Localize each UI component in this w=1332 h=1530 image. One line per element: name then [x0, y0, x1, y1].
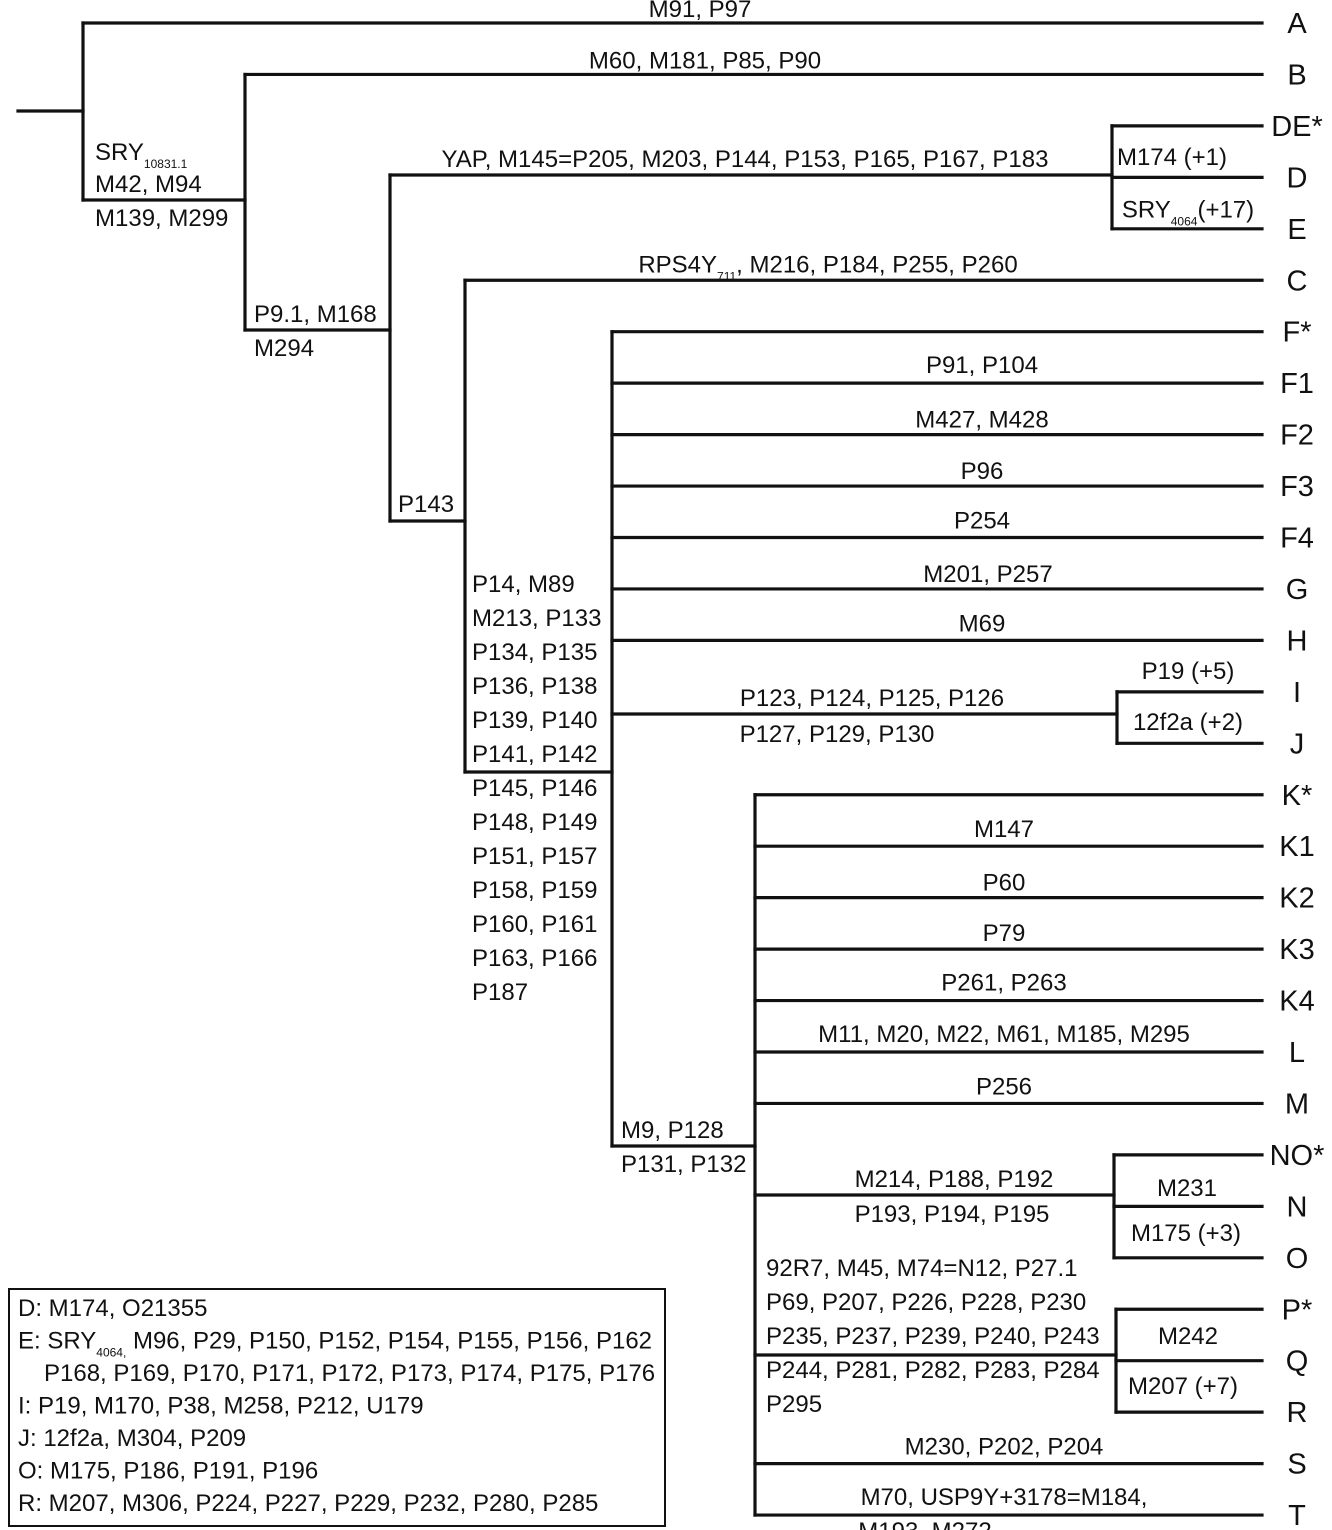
- legend-line-3: P168, P169, P170, P171, P172, P173, P174…: [44, 1360, 655, 1387]
- legend-line-7: R: M207, M306, P224, P227, P229, P232, P…: [18, 1490, 598, 1517]
- branch-label-pqr-5: P295: [766, 1391, 822, 1418]
- branch-label-q: M242: [1158, 1323, 1218, 1350]
- node-label-ft-2: M213, P133: [472, 605, 601, 632]
- node-label-root-2: M42, M94: [95, 171, 202, 198]
- node-label-ft-3: P134, P135: [472, 639, 597, 666]
- branch-label-de: YAP, M145=P205, M203, P144, P153, P165, …: [442, 146, 1049, 173]
- branch-label-t-2: M193, M272: [858, 1518, 991, 1530]
- node-label-cf: P143: [398, 491, 454, 518]
- node-label-ft-5: P139, P140: [472, 707, 597, 734]
- branch-label-f4: P254: [954, 508, 1010, 535]
- leaf-label-n: N: [1287, 1191, 1308, 1223]
- legend-frame: [8, 1288, 666, 1527]
- branch-label-ij-2: P127, P129, P130: [740, 721, 935, 748]
- branch-label-l: M11, M20, M22, M61, M185, M295: [818, 1021, 1190, 1048]
- branch-label-pqr-2: P69, P207, P226, P228, P230: [766, 1289, 1086, 1316]
- node-label-bt-1: P9.1, M168: [254, 301, 377, 328]
- leaf-label-l: L: [1289, 1037, 1305, 1069]
- branch-label-g: M201, P257: [923, 561, 1052, 588]
- node-label-ft-9: P151, P157: [472, 843, 597, 870]
- leaf-label-h: H: [1287, 625, 1308, 657]
- leaf-label-f4: F4: [1280, 523, 1314, 555]
- branch-label-m: P256: [976, 1073, 1032, 1100]
- leaf-label-g: G: [1286, 574, 1309, 606]
- node-label-ft-1: P14, M89: [472, 571, 575, 598]
- branch-label-e: SRY4064(+17): [1122, 196, 1254, 228]
- leaf-label-e: E: [1287, 214, 1306, 246]
- legend-line-6: O: M175, P186, P191, P196: [18, 1458, 318, 1485]
- branch-label-f3: P96: [961, 458, 1004, 485]
- branch-label-o: M175 (+3): [1131, 1220, 1241, 1247]
- node-label-ft-12: P163, P166: [472, 945, 597, 972]
- legend-line-1: D: M174, O21355: [18, 1295, 207, 1322]
- branch-label-f1: P91, P104: [926, 352, 1038, 379]
- node-label-ft-7: P145, P146: [472, 775, 597, 802]
- leaf-label-k-star: K*: [1282, 780, 1313, 812]
- leaf-label-d: D: [1287, 162, 1308, 194]
- branch-label-a: M91, P97: [649, 0, 752, 23]
- leaf-label-b: B: [1287, 59, 1306, 91]
- leaf-label-de-star: DE*: [1271, 111, 1323, 143]
- branch-label-c: RPS4Y711, M216, P184, P255, P260: [638, 251, 1017, 283]
- node-label-kt-2: P131, P132: [621, 1151, 746, 1178]
- leaf-label-m: M: [1285, 1088, 1309, 1120]
- leaf-label-o: O: [1286, 1243, 1309, 1275]
- leaf-label-q: Q: [1286, 1346, 1309, 1378]
- leaf-label-k2: K2: [1279, 883, 1314, 915]
- branch-label-s: M230, P202, P204: [905, 1434, 1104, 1461]
- node-label-ft-11: P160, P161: [472, 911, 597, 938]
- branch-label-i: P19 (+5): [1142, 658, 1235, 685]
- branch-label-no-2: P193, P194, P195: [855, 1201, 1050, 1228]
- node-label-root-1: SRY10831.1: [95, 139, 188, 171]
- leaf-label-r: R: [1287, 1397, 1308, 1429]
- legend-line-4: I: P19, M170, P38, M258, P212, U179: [18, 1393, 424, 1420]
- leaf-label-k1: K1: [1279, 831, 1314, 863]
- leaf-label-j: J: [1290, 728, 1305, 760]
- leaf-label-k3: K3: [1279, 934, 1314, 966]
- leaf-label-f3: F3: [1280, 471, 1314, 503]
- branch-label-no-1: M214, P188, P192: [855, 1166, 1054, 1193]
- legend-line-5: J: 12f2a, M304, P209: [18, 1425, 246, 1452]
- leaf-label-no-star: NO*: [1270, 1140, 1325, 1172]
- leaf-label-f-star: F*: [1283, 317, 1312, 349]
- branch-label-pqr-3: P235, P237, P239, P240, P243: [766, 1323, 1100, 1350]
- leaf-label-c: C: [1287, 265, 1308, 297]
- node-label-ft-4: P136, P138: [472, 673, 597, 700]
- node-label-kt-1: M9, P128: [621, 1117, 724, 1144]
- leaf-label-s: S: [1287, 1449, 1306, 1481]
- branch-label-d: M174 (+1): [1117, 144, 1227, 171]
- node-label-root-3: M139, M299: [95, 205, 228, 232]
- tree-labels: ABDE*DECF*F1F2F3F4GHIJK*K1K2K3K4LMNO*NOP…: [95, 0, 1324, 1530]
- node-label-bt-2: M294: [254, 335, 314, 362]
- branch-label-f2: M427, M428: [915, 407, 1048, 434]
- leaf-label-p-star: P*: [1282, 1294, 1313, 1326]
- branch-label-ij-1: P123, P124, P125, P126: [740, 685, 1004, 712]
- branch-label-pqr-1: 92R7, M45, M74=N12, P27.1: [766, 1255, 1078, 1282]
- leaf-label-f1: F1: [1280, 368, 1314, 400]
- branch-label-k3: P79: [983, 920, 1026, 947]
- branch-label-k2: P60: [983, 870, 1026, 897]
- node-label-ft-8: P148, P149: [472, 809, 597, 836]
- tree-branches: [16, 21, 1264, 1517]
- branch-label-b: M60, M181, P85, P90: [589, 47, 821, 74]
- branch-label-k1: M147: [974, 816, 1034, 843]
- node-label-ft-6: P141, P142: [472, 741, 597, 768]
- leaf-label-k4: K4: [1279, 986, 1314, 1018]
- leaf-label-a: A: [1287, 8, 1307, 40]
- leaf-label-i: I: [1293, 677, 1301, 709]
- branch-label-r: M207 (+7): [1128, 1373, 1238, 1400]
- branch-label-pqr-4: P244, P281, P282, P283, P284: [766, 1357, 1100, 1384]
- node-label-ft-10: P158, P159: [472, 877, 597, 904]
- leaf-label-t: T: [1288, 1500, 1306, 1530]
- legend-line-2: E: SRY4064, M96, P29, P150, P152, P154, …: [18, 1328, 652, 1360]
- leaf-label-f2: F2: [1280, 420, 1314, 452]
- branch-label-k4: P261, P263: [941, 970, 1066, 997]
- branch-label-t-1: M70, USP9Y+3178=M184,: [861, 1484, 1148, 1511]
- legend-box: D: M174, O21355 E: SRY4064, M96, P29, P15…: [8, 1288, 666, 1527]
- branch-label-j: 12f2a (+2): [1133, 709, 1243, 736]
- node-label-ft-13: P187: [472, 979, 528, 1006]
- branch-label-h: M69: [959, 610, 1006, 637]
- branch-label-n: M231: [1157, 1175, 1217, 1202]
